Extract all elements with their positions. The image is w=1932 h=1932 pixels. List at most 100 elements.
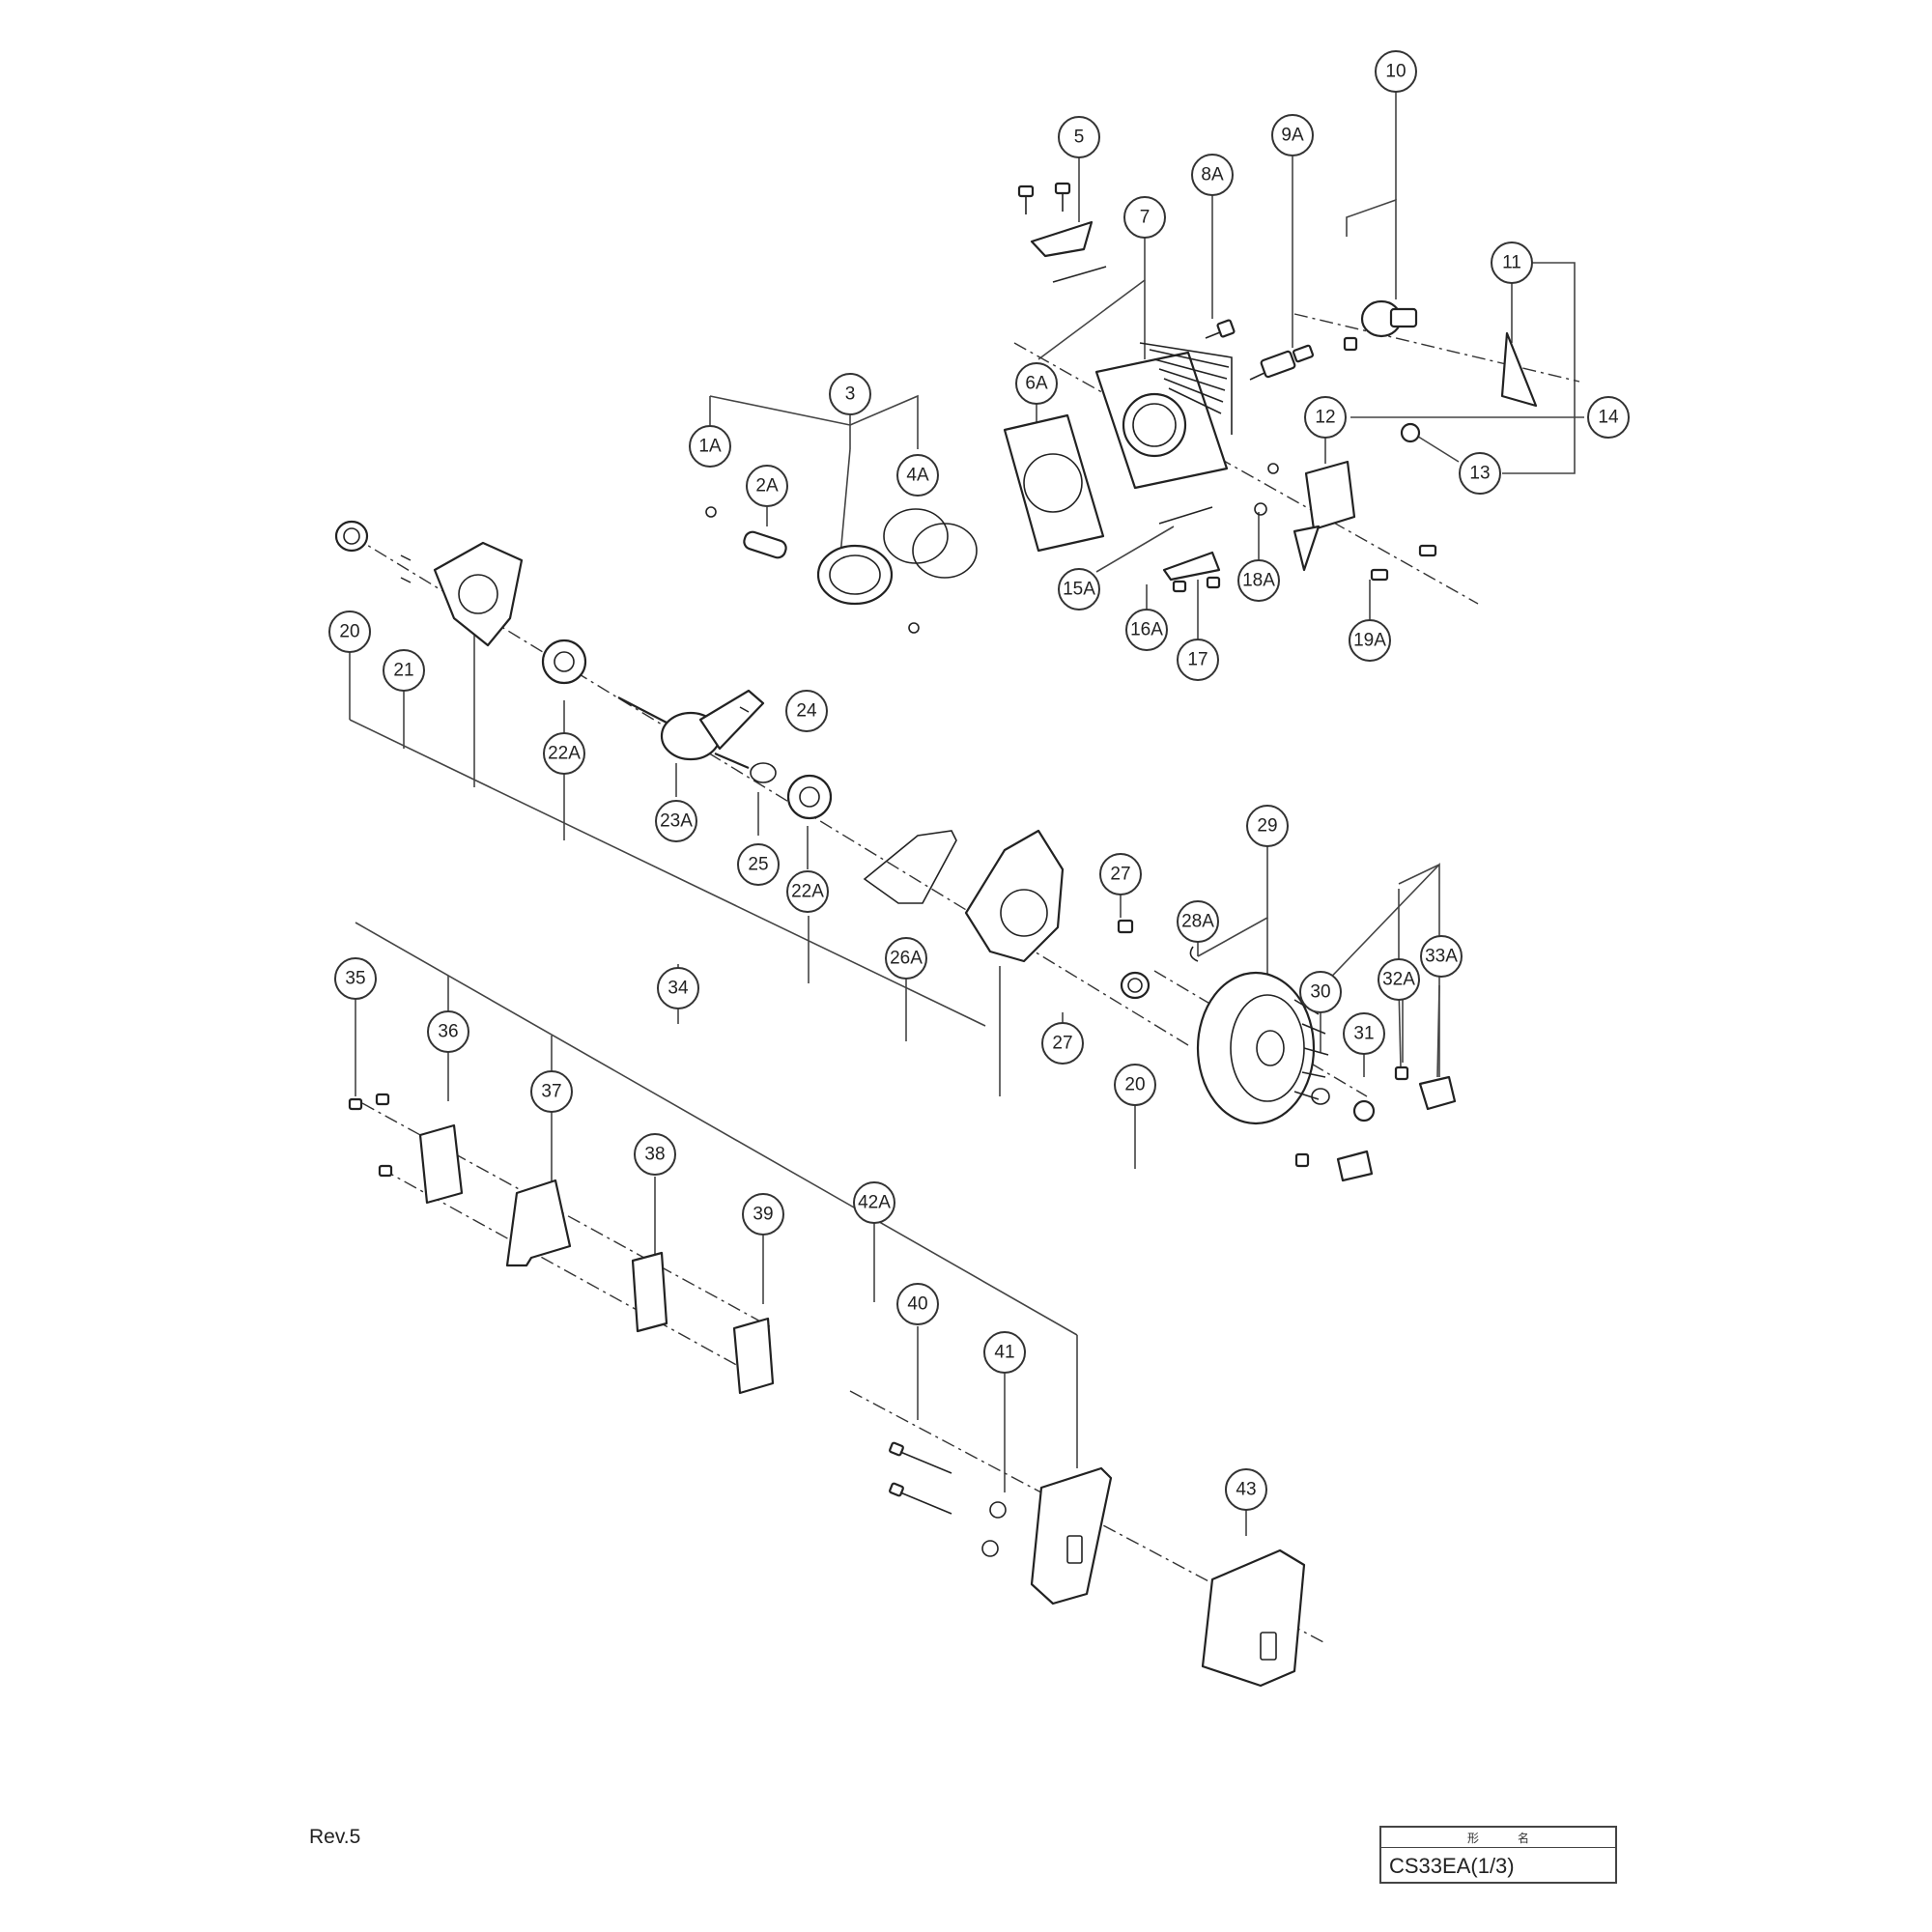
revision-label: Rev.5 xyxy=(309,1826,361,1848)
svg-text:20: 20 xyxy=(1124,1075,1145,1095)
callout-10: 10 xyxy=(1375,50,1417,93)
callout-32A: 32A xyxy=(1378,958,1420,1001)
svg-text:41: 41 xyxy=(994,1343,1014,1363)
oil-seal-icon xyxy=(1120,971,1151,1000)
svg-text:26A: 26A xyxy=(890,949,923,969)
callout-19A: 19A xyxy=(1349,619,1391,662)
svg-text:40: 40 xyxy=(907,1294,927,1315)
callout-38: 38 xyxy=(634,1133,676,1176)
callout-17: 17 xyxy=(1177,639,1219,681)
callout-21: 21 xyxy=(383,649,425,692)
muffler-cover-icon xyxy=(1201,1548,1306,1688)
svg-text:18A: 18A xyxy=(1242,571,1275,591)
svg-text:29: 29 xyxy=(1257,816,1277,837)
callout-14: 14 xyxy=(1587,396,1630,439)
svg-text:32A: 32A xyxy=(1382,970,1415,990)
callout-12: 12 xyxy=(1304,396,1347,439)
callout-23A: 23A xyxy=(655,800,697,842)
callout-33A: 33A xyxy=(1420,935,1463,978)
svg-text:22A: 22A xyxy=(548,744,581,764)
title-label-right: 名 xyxy=(1518,1831,1530,1845)
svg-text:9A: 9A xyxy=(1281,126,1304,146)
svg-text:36: 36 xyxy=(438,1022,458,1042)
svg-text:35: 35 xyxy=(345,969,365,989)
callout-16A: 16A xyxy=(1125,609,1168,651)
callout-27-bottom: 27 xyxy=(1041,1022,1084,1065)
spark-plug-icon xyxy=(1249,344,1315,381)
svg-text:27: 27 xyxy=(1052,1034,1072,1054)
callout-26A: 26A xyxy=(885,937,927,980)
callout-7: 7 xyxy=(1123,196,1166,239)
oil-seal-icon xyxy=(334,520,369,553)
callout-2A: 2A xyxy=(746,465,788,507)
washer-icon xyxy=(750,762,777,783)
long-bolt-icon xyxy=(889,1441,952,1515)
gasket-plate-icon xyxy=(732,1317,775,1395)
callout-6A: 6A xyxy=(1015,362,1058,405)
callout-13: 13 xyxy=(1459,452,1501,495)
svg-text:13: 13 xyxy=(1469,464,1490,484)
svg-text:11: 11 xyxy=(1502,253,1521,273)
callout-8A: 8A xyxy=(1191,154,1234,196)
intake-gasket-icon xyxy=(505,1179,572,1267)
ignition-coil-icon xyxy=(1293,460,1356,572)
callout-5: 5 xyxy=(1058,116,1100,158)
svg-text:42A: 42A xyxy=(858,1193,891,1213)
callout-3: 3 xyxy=(829,373,871,415)
bearing-icon xyxy=(541,639,587,685)
svg-text:22A: 22A xyxy=(791,882,824,902)
svg-text:31: 31 xyxy=(1353,1024,1374,1044)
callout-1A: 1A xyxy=(689,425,731,468)
svg-text:14: 14 xyxy=(1598,408,1619,428)
callout-20-right: 20 xyxy=(1114,1064,1156,1106)
callout-22A-right: 22A xyxy=(786,870,829,913)
svg-text:25: 25 xyxy=(748,855,768,875)
callout-4A: 4A xyxy=(896,454,939,497)
svg-text:2A: 2A xyxy=(755,476,779,497)
title-label-left: 形 xyxy=(1466,1831,1479,1845)
svg-text:30: 30 xyxy=(1310,982,1330,1003)
part-drawings xyxy=(334,182,1538,1688)
svg-text:21: 21 xyxy=(393,661,413,681)
decompression-valve-icon xyxy=(1343,299,1418,352)
pawl-icon xyxy=(1418,1075,1457,1111)
callout-34: 34 xyxy=(657,967,699,1009)
callout-41: 41 xyxy=(983,1331,1026,1374)
svg-text:1A: 1A xyxy=(698,437,722,457)
svg-text:17: 17 xyxy=(1187,650,1208,670)
flywheel-icon xyxy=(1196,971,1329,1125)
bolt-icon xyxy=(1205,319,1236,339)
title-block-header: 形 名 xyxy=(1381,1828,1615,1848)
svg-text:39: 39 xyxy=(753,1205,773,1225)
callout-30: 30 xyxy=(1299,971,1342,1013)
callout-42A: 42A xyxy=(853,1181,895,1224)
svg-text:10: 10 xyxy=(1385,62,1406,82)
callout-29: 29 xyxy=(1246,805,1289,847)
svg-text:38: 38 xyxy=(644,1145,665,1165)
svg-text:5: 5 xyxy=(1074,128,1085,148)
callout-35: 35 xyxy=(334,957,377,1000)
screw-icon xyxy=(1017,182,1071,214)
insulator-plate-icon xyxy=(1162,551,1221,582)
callout-9A: 9A xyxy=(1271,114,1314,156)
muffler-icon xyxy=(1030,1466,1113,1605)
callout-15A: 15A xyxy=(1058,568,1100,611)
callout-28A: 28A xyxy=(1177,900,1219,943)
callout-43: 43 xyxy=(1225,1468,1267,1511)
bearing-icon xyxy=(786,774,833,820)
cylinder-icon xyxy=(1094,342,1233,490)
callout-27-top: 27 xyxy=(1099,853,1142,895)
model-number: CS33EA(1/3) xyxy=(1389,1854,1515,1878)
insulator-icon xyxy=(418,1123,464,1205)
nut-icon xyxy=(1352,1099,1376,1122)
callout-37: 37 xyxy=(530,1070,573,1113)
title-block: 形 名 CS33EA(1/3) xyxy=(1379,1826,1617,1884)
gasket-strip-icon xyxy=(1052,266,1107,283)
svg-text:27: 27 xyxy=(1110,865,1130,885)
pawl-icon xyxy=(1336,1150,1374,1182)
svg-text:33A: 33A xyxy=(1425,947,1458,967)
svg-text:43: 43 xyxy=(1236,1480,1256,1500)
svg-text:19A: 19A xyxy=(1353,631,1386,651)
crankcase-gasket-icon xyxy=(863,830,957,904)
callout-18A: 18A xyxy=(1237,559,1280,602)
